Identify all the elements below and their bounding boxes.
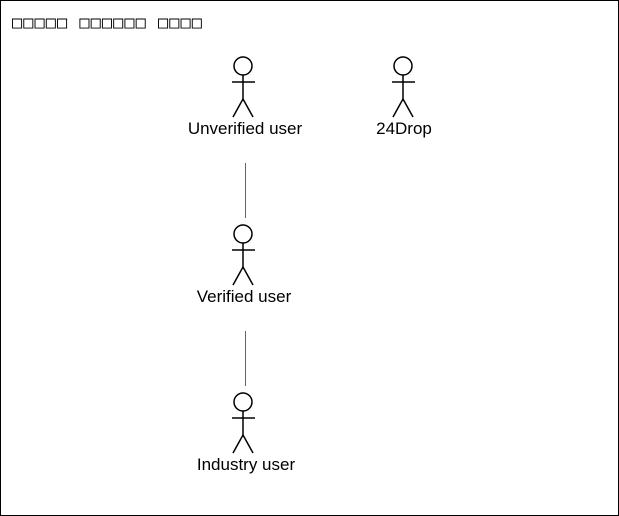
diagram-title: □□□□□ □□□□□□ □□□□ [12,13,203,33]
actor-unverified-user[interactable]: Unverified user [188,56,303,138]
actor-label-24drop: 24Drop [376,119,432,138]
actor-industry-user[interactable]: Industry user [197,392,296,474]
actor-24drop[interactable]: 24Drop [376,56,432,138]
actor-verified-user[interactable]: Verified user [197,224,292,306]
actor-label-unverified-user: Unverified user [188,119,303,138]
actor-label-verified-user: Verified user [197,287,292,306]
stick-figure-icon [232,224,255,286]
actor-label-industry-user: Industry user [197,455,296,474]
stick-figure-icon [232,392,255,454]
stick-figure-icon [392,56,415,118]
stick-figure-icon [232,56,255,118]
